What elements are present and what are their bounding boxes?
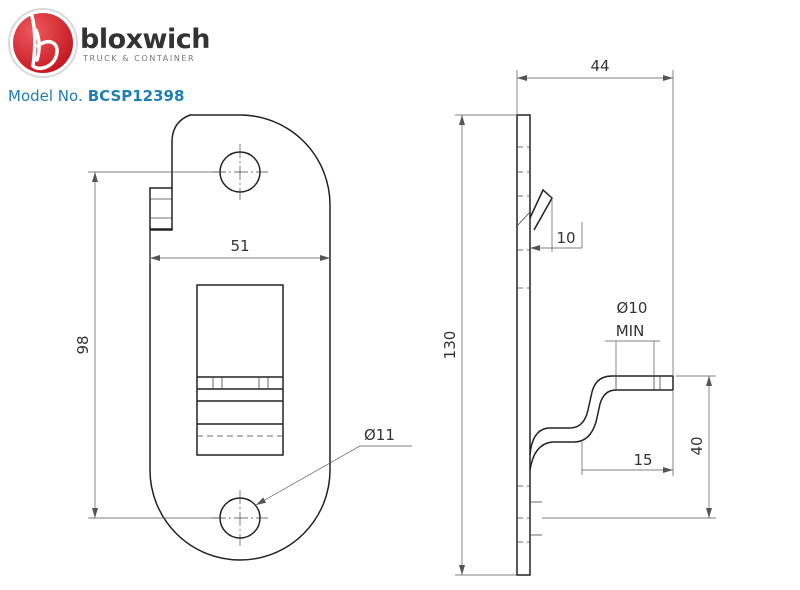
front-height-label: 98 <box>74 335 92 354</box>
brand-logo: bloxwich TRUCK & CONTAINER <box>8 8 210 78</box>
brand-name: bloxwich <box>80 24 210 55</box>
side-hook-root <box>516 211 531 227</box>
side-view: 130 44 10 Ø10 MIN 15 40 <box>441 57 716 576</box>
side-pin-bottom <box>529 389 673 471</box>
side-pin-diameter-label: Ø10 <box>617 299 648 317</box>
model-number: Model No. BCSP12398 <box>8 87 184 105</box>
model-label: Model No. <box>8 87 83 105</box>
side-hook <box>529 188 553 231</box>
hole-leader <box>255 445 412 506</box>
side-pin-height-label: 40 <box>688 436 706 455</box>
side-depth-label: 44 <box>590 57 609 75</box>
side-plate <box>516 114 531 576</box>
front-window <box>196 284 284 456</box>
logo-b-icon <box>30 14 59 71</box>
front-width-label: 51 <box>230 237 249 255</box>
model-value: BCSP12398 <box>88 87 185 105</box>
side-pin-min-label: MIN <box>616 322 645 340</box>
side-pin-length-label: 15 <box>633 451 652 469</box>
front-hole-diameter-label: Ø11 <box>364 426 395 444</box>
side-hook-offset-label: 10 <box>556 229 575 247</box>
front-plate-outline <box>149 114 331 561</box>
side-pin-top <box>529 375 673 456</box>
front-view: 98 51 Ø11 <box>74 114 412 561</box>
brand-tagline: TRUCK & CONTAINER <box>82 54 195 63</box>
side-overall-height-label: 130 <box>441 331 459 360</box>
